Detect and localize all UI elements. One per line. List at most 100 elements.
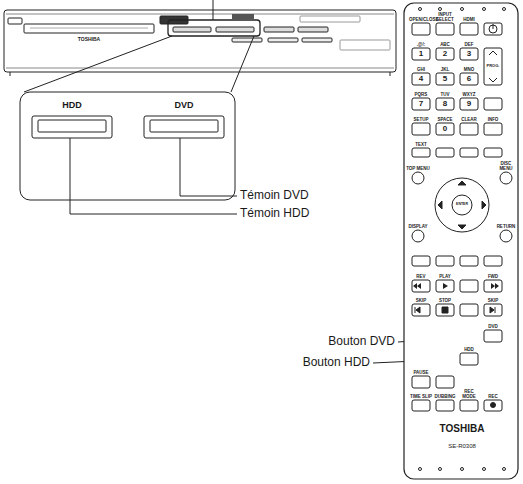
- key-digit: 4: [419, 75, 423, 84]
- key-label: TIME SLIP: [409, 395, 433, 400]
- remote-key: [412, 123, 430, 135]
- key-label: DVD: [481, 325, 505, 330]
- brand-logo: TOSHIBA: [78, 37, 100, 43]
- remote-dot: [461, 8, 464, 11]
- key-label: ENTER: [456, 203, 468, 207]
- callout-label: Bouton DVD: [328, 335, 395, 348]
- remote-key: [412, 148, 430, 157]
- key-label: PLAY: [433, 275, 457, 280]
- key-label: SKIP: [409, 299, 433, 304]
- remote-key: [460, 304, 478, 316]
- hdd-button: [32, 116, 112, 138]
- remote-key: [436, 400, 454, 411]
- remote-dot: [439, 468, 442, 471]
- remote-key: [460, 23, 478, 35]
- remote-key: [460, 48, 478, 60]
- key-label: SETUP: [409, 118, 433, 123]
- remote-key: [484, 330, 502, 342]
- key-label: TOP MENU: [406, 167, 430, 172]
- remote-key: [412, 73, 430, 85]
- remote-key: [436, 73, 454, 85]
- key-label: OPEN/CLOSE: [409, 18, 433, 23]
- remote-key: [484, 23, 502, 35]
- key-label: MNO: [457, 68, 481, 73]
- leader-line: [180, 138, 237, 196]
- key-label: ABC: [433, 43, 457, 48]
- key-label: HDMI: [457, 18, 481, 23]
- key-label: WXYZ: [457, 93, 481, 98]
- recorder-body: [4, 10, 396, 72]
- remote-key: [412, 376, 430, 388]
- button-label: DVD: [174, 101, 193, 111]
- key-label: DISPLAY: [406, 225, 430, 230]
- key-digit: 6: [467, 75, 471, 84]
- key-label: REV: [409, 275, 433, 280]
- remote-key: [484, 400, 502, 411]
- key-label: JKL: [433, 68, 457, 73]
- key-digit: 3: [467, 50, 471, 59]
- remote-key: [484, 98, 502, 110]
- remote-key: [460, 98, 478, 110]
- model-number: SE-R0308: [448, 443, 476, 450]
- remote-key: [484, 123, 502, 135]
- remote-key: [436, 123, 454, 135]
- key-digit: 7: [419, 100, 423, 109]
- key-label: INFO: [481, 118, 505, 123]
- remote-key: [436, 256, 454, 266]
- button-label: HDD: [62, 101, 82, 111]
- remote-key: [436, 23, 454, 35]
- key-label: STOP: [433, 299, 457, 304]
- remote-key: [460, 256, 478, 266]
- key-label: HDD: [457, 348, 481, 353]
- key-label: RETURN: [494, 225, 518, 230]
- key-label: INPUT SELECT: [433, 13, 457, 22]
- key-label: TEXT: [409, 143, 433, 148]
- remote-dot: [503, 468, 506, 471]
- button-bracket: [168, 20, 260, 36]
- remote-body: [404, 3, 518, 479]
- remote-key: [412, 256, 430, 266]
- remote-dot: [419, 8, 422, 11]
- key-label: PAUSE: [409, 371, 433, 376]
- callout-label: Témoin DVD: [240, 189, 309, 202]
- remote-dot: [483, 8, 486, 11]
- callout-label: Témoin HDD: [240, 207, 309, 220]
- disc-tray: [24, 24, 154, 33]
- key-label: DISC MENU: [494, 162, 518, 171]
- remote-key: [460, 73, 478, 85]
- remote-key: [460, 123, 478, 135]
- key-digit: 1: [419, 50, 423, 59]
- remote-key: [412, 400, 430, 411]
- remote-dot: [419, 468, 422, 471]
- dvd-button: [144, 116, 224, 138]
- key-digit: 9: [467, 100, 471, 109]
- remote-dot: [461, 468, 464, 471]
- key-label: GHI: [409, 68, 433, 73]
- key-label: CLEAR: [457, 118, 481, 123]
- brand-logo: TOSHIBA: [440, 423, 485, 434]
- key-label: TUV: [433, 93, 457, 98]
- remote-key: [436, 48, 454, 60]
- key-label: .@/:: [409, 43, 433, 48]
- remote-key: [484, 148, 502, 157]
- key-label: PROG.: [487, 64, 500, 68]
- remote-key: [460, 148, 478, 157]
- remote-key: [412, 48, 430, 60]
- remote-key: [460, 353, 478, 365]
- key-digit: 8: [443, 100, 447, 109]
- key-digit: 0: [443, 125, 447, 134]
- remote-dot: [503, 8, 506, 11]
- key-label: PQRS: [409, 93, 433, 98]
- zoom-inset: [20, 92, 235, 200]
- remote-key: [484, 256, 502, 266]
- key-digit: 2: [443, 50, 447, 59]
- nav-ring: [435, 178, 489, 232]
- remote-dot: [439, 8, 442, 11]
- remote-key: [436, 148, 454, 157]
- key-digit: 5: [443, 75, 447, 84]
- key-label: DEF: [457, 43, 481, 48]
- remote-key: [436, 98, 454, 110]
- key-label: SPACE: [433, 118, 457, 123]
- key-label: FWD: [481, 275, 505, 280]
